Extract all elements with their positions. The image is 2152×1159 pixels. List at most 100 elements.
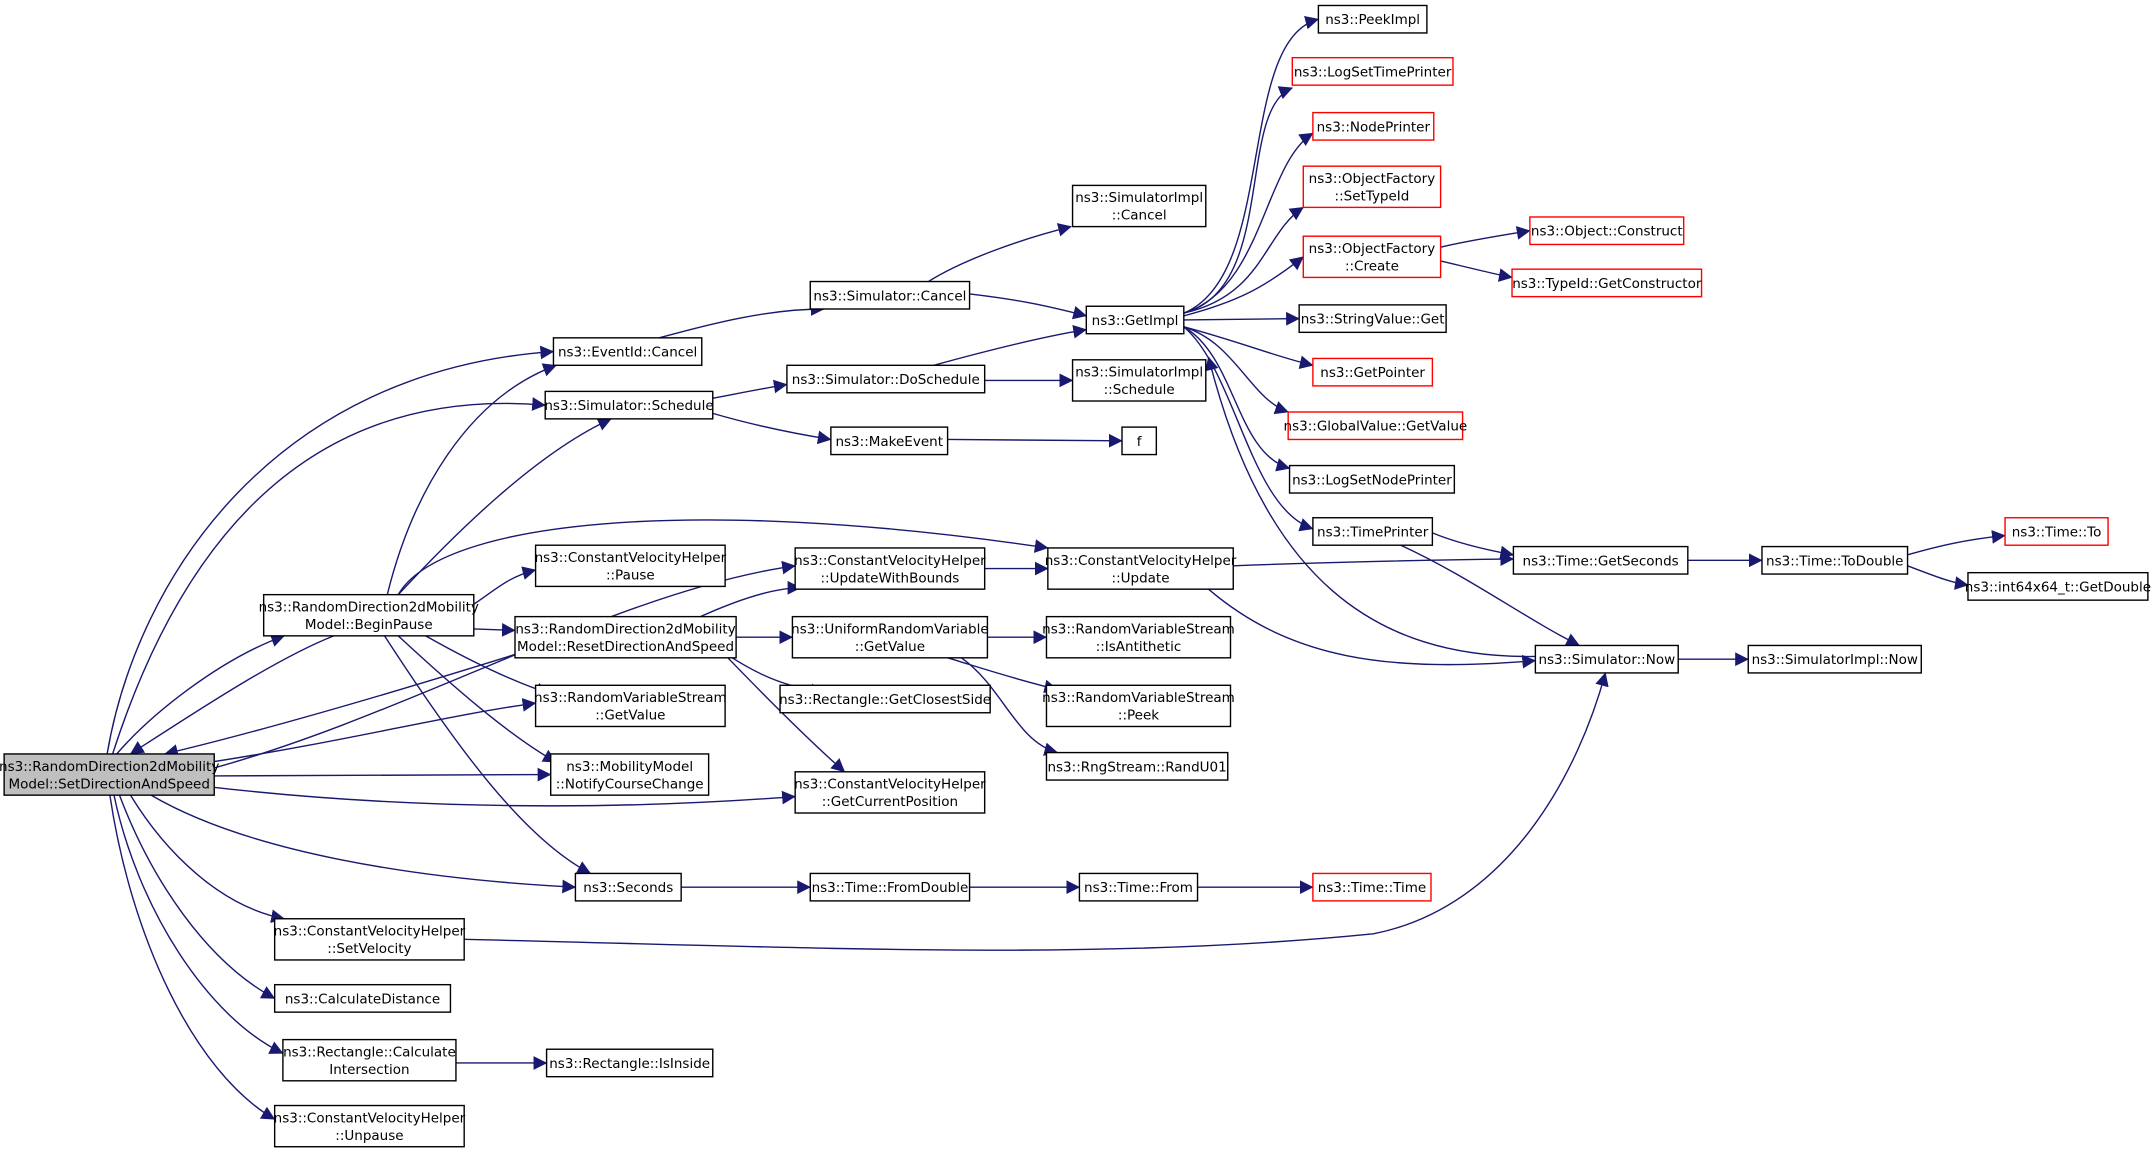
- node-cvpause[interactable]: ns3::ConstantVelocityHelper::Pause: [535, 544, 727, 588]
- call-edge-line: [210, 787, 796, 806]
- node-box: [1045, 751, 1229, 781]
- node-box: [809, 280, 971, 310]
- node-label-line: ns3::LogSetTimePrinter: [1294, 64, 1452, 80]
- node-nodeprinter[interactable]: ns3::NodePrinter: [1312, 111, 1435, 141]
- node-label-line: ns3::MobilityModel: [566, 759, 693, 775]
- call-edge-beginpause-to-seconds: [385, 636, 592, 874]
- node-peekimpl[interactable]: ns3::PeekImpl: [1317, 4, 1428, 34]
- node-makeevent[interactable]: ns3::MakeEvent: [830, 426, 949, 456]
- node-implschedule[interactable]: ns3::SimulatorImpl::Schedule: [1071, 359, 1207, 402]
- node-gvgetvalue[interactable]: ns3::GlobalValue::GetValue: [1284, 411, 1468, 441]
- call-edge-todouble-to-getdouble: [1908, 566, 1969, 590]
- call-edge-getimpl-to-nodeprinter: [1184, 133, 1314, 313]
- node-box: [544, 390, 714, 420]
- node-label-line: ns3::int64x64_t::GetDouble: [1965, 579, 2151, 595]
- node-eventcancel[interactable]: ns3::EventId::Cancel: [552, 337, 703, 367]
- node-timetime[interactable]: ns3::Time::Time: [1312, 872, 1432, 902]
- node-seconds[interactable]: ns3::Seconds: [574, 872, 682, 902]
- node-box: [1302, 165, 1442, 209]
- node-getcurpos[interactable]: ns3::ConstantVelocityHelper::GetCurrentP…: [794, 771, 986, 814]
- node-randu01[interactable]: ns3::RngStream::RandU01: [1045, 751, 1229, 781]
- node-peek[interactable]: ns3::RandomVariableStream::Peek: [1042, 684, 1235, 728]
- node-cvupdate[interactable]: ns3::ConstantVelocityHelper::Update: [1045, 547, 1237, 590]
- node-urvgetvalue[interactable]: ns3::UniformRandomVariable::GetValue: [791, 615, 989, 659]
- node-label-line: ns3::GlobalValue::GetValue: [1284, 419, 1468, 435]
- node-label-line: ns3::Time::FromDouble: [812, 880, 969, 896]
- node-box: [262, 593, 475, 637]
- call-edge-line: [464, 672, 1609, 950]
- node-implnow[interactable]: ns3::SimulatorImpl::Now: [1747, 644, 1922, 674]
- call-edge-root-to-calcdist: [119, 795, 276, 998]
- node-box: [574, 872, 682, 902]
- node-label-line: ns3::MakeEvent: [835, 434, 943, 450]
- node-timeprinter[interactable]: ns3::TimePrinter: [1312, 517, 1434, 546]
- node-label-line: ns3::GetImpl: [1092, 313, 1179, 329]
- node-timefrom[interactable]: ns3::Time::From: [1078, 872, 1199, 902]
- call-edge-root-to-schedule: [113, 397, 546, 754]
- call-edge-line: [1908, 530, 2006, 555]
- node-implcancel[interactable]: ns3::SimulatorImpl::Cancel: [1071, 184, 1207, 228]
- node-simnow[interactable]: ns3::Simulator::Now: [1534, 644, 1679, 674]
- call-edge-line: [1441, 261, 1513, 282]
- node-box: [1317, 4, 1428, 34]
- node-objconstruct[interactable]: ns3::Object::Construct: [1529, 216, 1685, 246]
- node-label-line: ns3::Object::Construct: [1531, 224, 1683, 240]
- node-timeto[interactable]: ns3::Time::To: [2004, 517, 2109, 546]
- node-ofcreate[interactable]: ns3::ObjectFactory::Create: [1302, 235, 1442, 279]
- node-box: [1291, 56, 1454, 86]
- call-edge-simnow-to-getimpl: [1205, 356, 1536, 656]
- node-notify[interactable]: ns3::MobilityModel::NotifyCourseChange: [550, 753, 710, 796]
- node-box: [1312, 517, 1434, 546]
- node-stringget[interactable]: ns3::StringValue::Get: [1298, 304, 1447, 334]
- node-simcancel[interactable]: ns3::Simulator::Cancel: [809, 280, 971, 310]
- node-fromdouble[interactable]: ns3::Time::FromDouble: [809, 872, 971, 902]
- node-updatebounds[interactable]: ns3::ConstantVelocityHelper::UpdateWithB…: [794, 547, 986, 590]
- call-edge-line: [130, 795, 285, 924]
- node-label-line: ns3::ConstantVelocityHelper: [1045, 553, 1237, 569]
- node-schedule[interactable]: ns3::Simulator::Schedule: [544, 390, 714, 420]
- call-edge-line: [1908, 566, 1969, 590]
- node-calcdist[interactable]: ns3::CalculateDistance: [273, 983, 452, 1013]
- node-label-line: ns3::Seconds: [583, 880, 673, 896]
- node-getpointer[interactable]: ns3::GetPointer: [1312, 357, 1434, 387]
- node-todouble[interactable]: ns3::Time::ToDouble: [1761, 545, 1909, 575]
- node-getimpl[interactable]: ns3::GetImpl: [1085, 305, 1185, 335]
- call-edge-line: [385, 636, 592, 874]
- call-edge-line: [1184, 327, 1289, 415]
- node-isinside[interactable]: ns3::Rectangle::IsInside: [545, 1048, 714, 1078]
- call-edge-line: [970, 294, 1087, 320]
- call-edge-eventcancel-to-simcancel: [659, 302, 825, 338]
- node-logsetnode[interactable]: ns3::LogSetNodePrinter: [1288, 464, 1456, 494]
- node-setvelocity[interactable]: ns3::ConstantVelocityHelper::SetVelocity: [274, 918, 466, 961]
- node-box: [1298, 304, 1447, 334]
- node-getdouble[interactable]: ns3::int64x64_t::GetDouble: [1965, 571, 2151, 601]
- node-box: [1045, 615, 1232, 659]
- node-label-line: ns3::ConstantVelocityHelper: [274, 1110, 466, 1126]
- node-label-line: ns3::RandomDirection2dMobility: [0, 759, 219, 775]
- node-label-line: ns3::Time::From: [1084, 880, 1193, 896]
- call-edge-getimpl-to-stringget: [1184, 311, 1300, 326]
- call-edge-root-to-rvsgetvalue: [210, 698, 537, 762]
- node-resetdir[interactable]: ns3::RandomDirection2dMobilityModel::Res…: [514, 615, 737, 659]
- node-logsettime[interactable]: ns3::LogSetTimePrinter: [1291, 56, 1454, 86]
- node-ofsettypeid[interactable]: ns3::ObjectFactory::SetTypeId: [1302, 165, 1442, 209]
- node-f[interactable]: f: [1121, 426, 1158, 456]
- node-unpause[interactable]: ns3::ConstantVelocityHelper::Unpause: [274, 1104, 466, 1148]
- node-typeidctor[interactable]: ns3::TypeId::GetConstructor: [1511, 268, 1703, 298]
- node-beginpause[interactable]: ns3::RandomDirection2dMobilityModel::Beg…: [259, 593, 479, 637]
- node-doschedule[interactable]: ns3::Simulator::DoSchedule: [786, 364, 986, 394]
- node-box: [1045, 684, 1232, 728]
- call-edge-cvupdate-to-simnow: [1209, 589, 1537, 669]
- node-label-line: ns3::PeekImpl: [1325, 12, 1420, 28]
- node-box: [550, 753, 710, 796]
- call-edge-line: [113, 397, 546, 754]
- node-getseconds[interactable]: ns3::Time::GetSeconds: [1512, 545, 1689, 575]
- node-closestside[interactable]: ns3::Rectangle::GetClosestSide: [779, 684, 991, 714]
- call-edge-getimpl-to-gvgetvalue: [1184, 327, 1289, 415]
- node-isantithetic[interactable]: ns3::RandomVariableStream::IsAntithetic: [1042, 615, 1235, 659]
- node-label-line: ns3::Simulator::Schedule: [544, 398, 713, 414]
- call-edge-line: [1441, 226, 1531, 247]
- node-rvsgetvalue[interactable]: ns3::RandomVariableStream::GetValue: [534, 684, 727, 728]
- call-edge-line: [659, 302, 825, 338]
